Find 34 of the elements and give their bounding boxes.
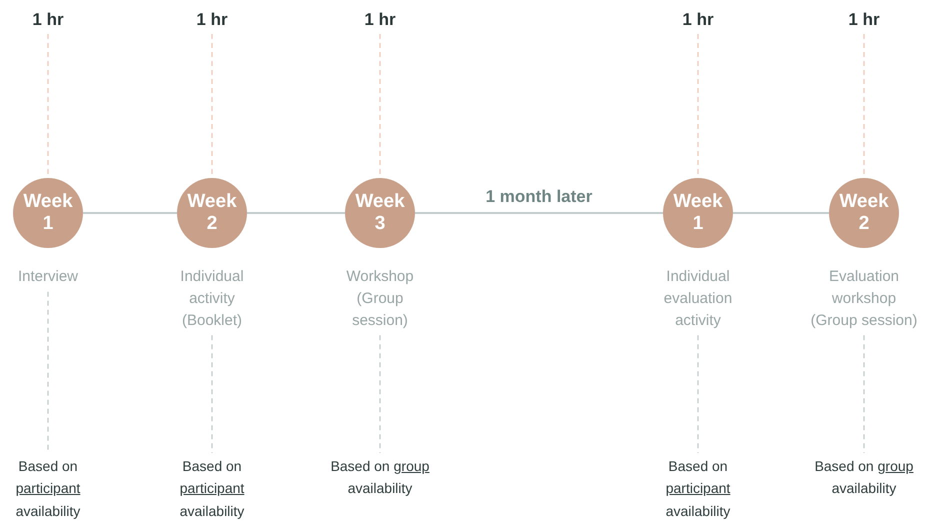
duration-label: 1 hr [172,10,252,30]
duration-label: 1 hr [340,10,420,30]
activity-label: Individual activity (Booklet) [164,266,260,332]
duration-label: 1 hr [658,10,738,30]
week-circle: Week 2 [829,178,899,248]
dashed-connector [379,335,381,453]
activity-label: Interview [3,266,93,288]
dashed-connector [211,34,213,176]
timeline-line [247,212,345,214]
dashed-connector [863,335,865,453]
timeline-line [415,212,663,214]
dashed-connector [211,335,213,453]
activity-label: Workshop (Group session) [335,266,425,332]
availability-note: Based on participant availability [157,455,267,522]
week-circle: Week 1 [663,178,733,248]
availability-note: Based on group availability [315,455,445,500]
activity-label: Individual evaluation activity [648,266,748,332]
week-circle: Week 3 [345,178,415,248]
week-circle: Week 2 [177,178,247,248]
duration-label: 1 hr [8,10,88,30]
dashed-connector [863,34,865,176]
dashed-connector [47,34,49,176]
availability-note: Based on group availability [799,455,929,500]
dashed-connector [379,34,381,176]
dashed-connector [47,292,49,453]
week-circle: Week 1 [13,178,83,248]
activity-label: Evaluation workshop (Group session) [807,266,921,332]
dashed-connector [697,34,699,176]
availability-note: Based on participant availability [643,455,753,522]
timeline-line [83,212,177,214]
dashed-connector [697,335,699,453]
timeline-line [733,212,829,214]
duration-label: 1 hr [824,10,904,30]
availability-note: Based on participant availability [0,455,103,522]
